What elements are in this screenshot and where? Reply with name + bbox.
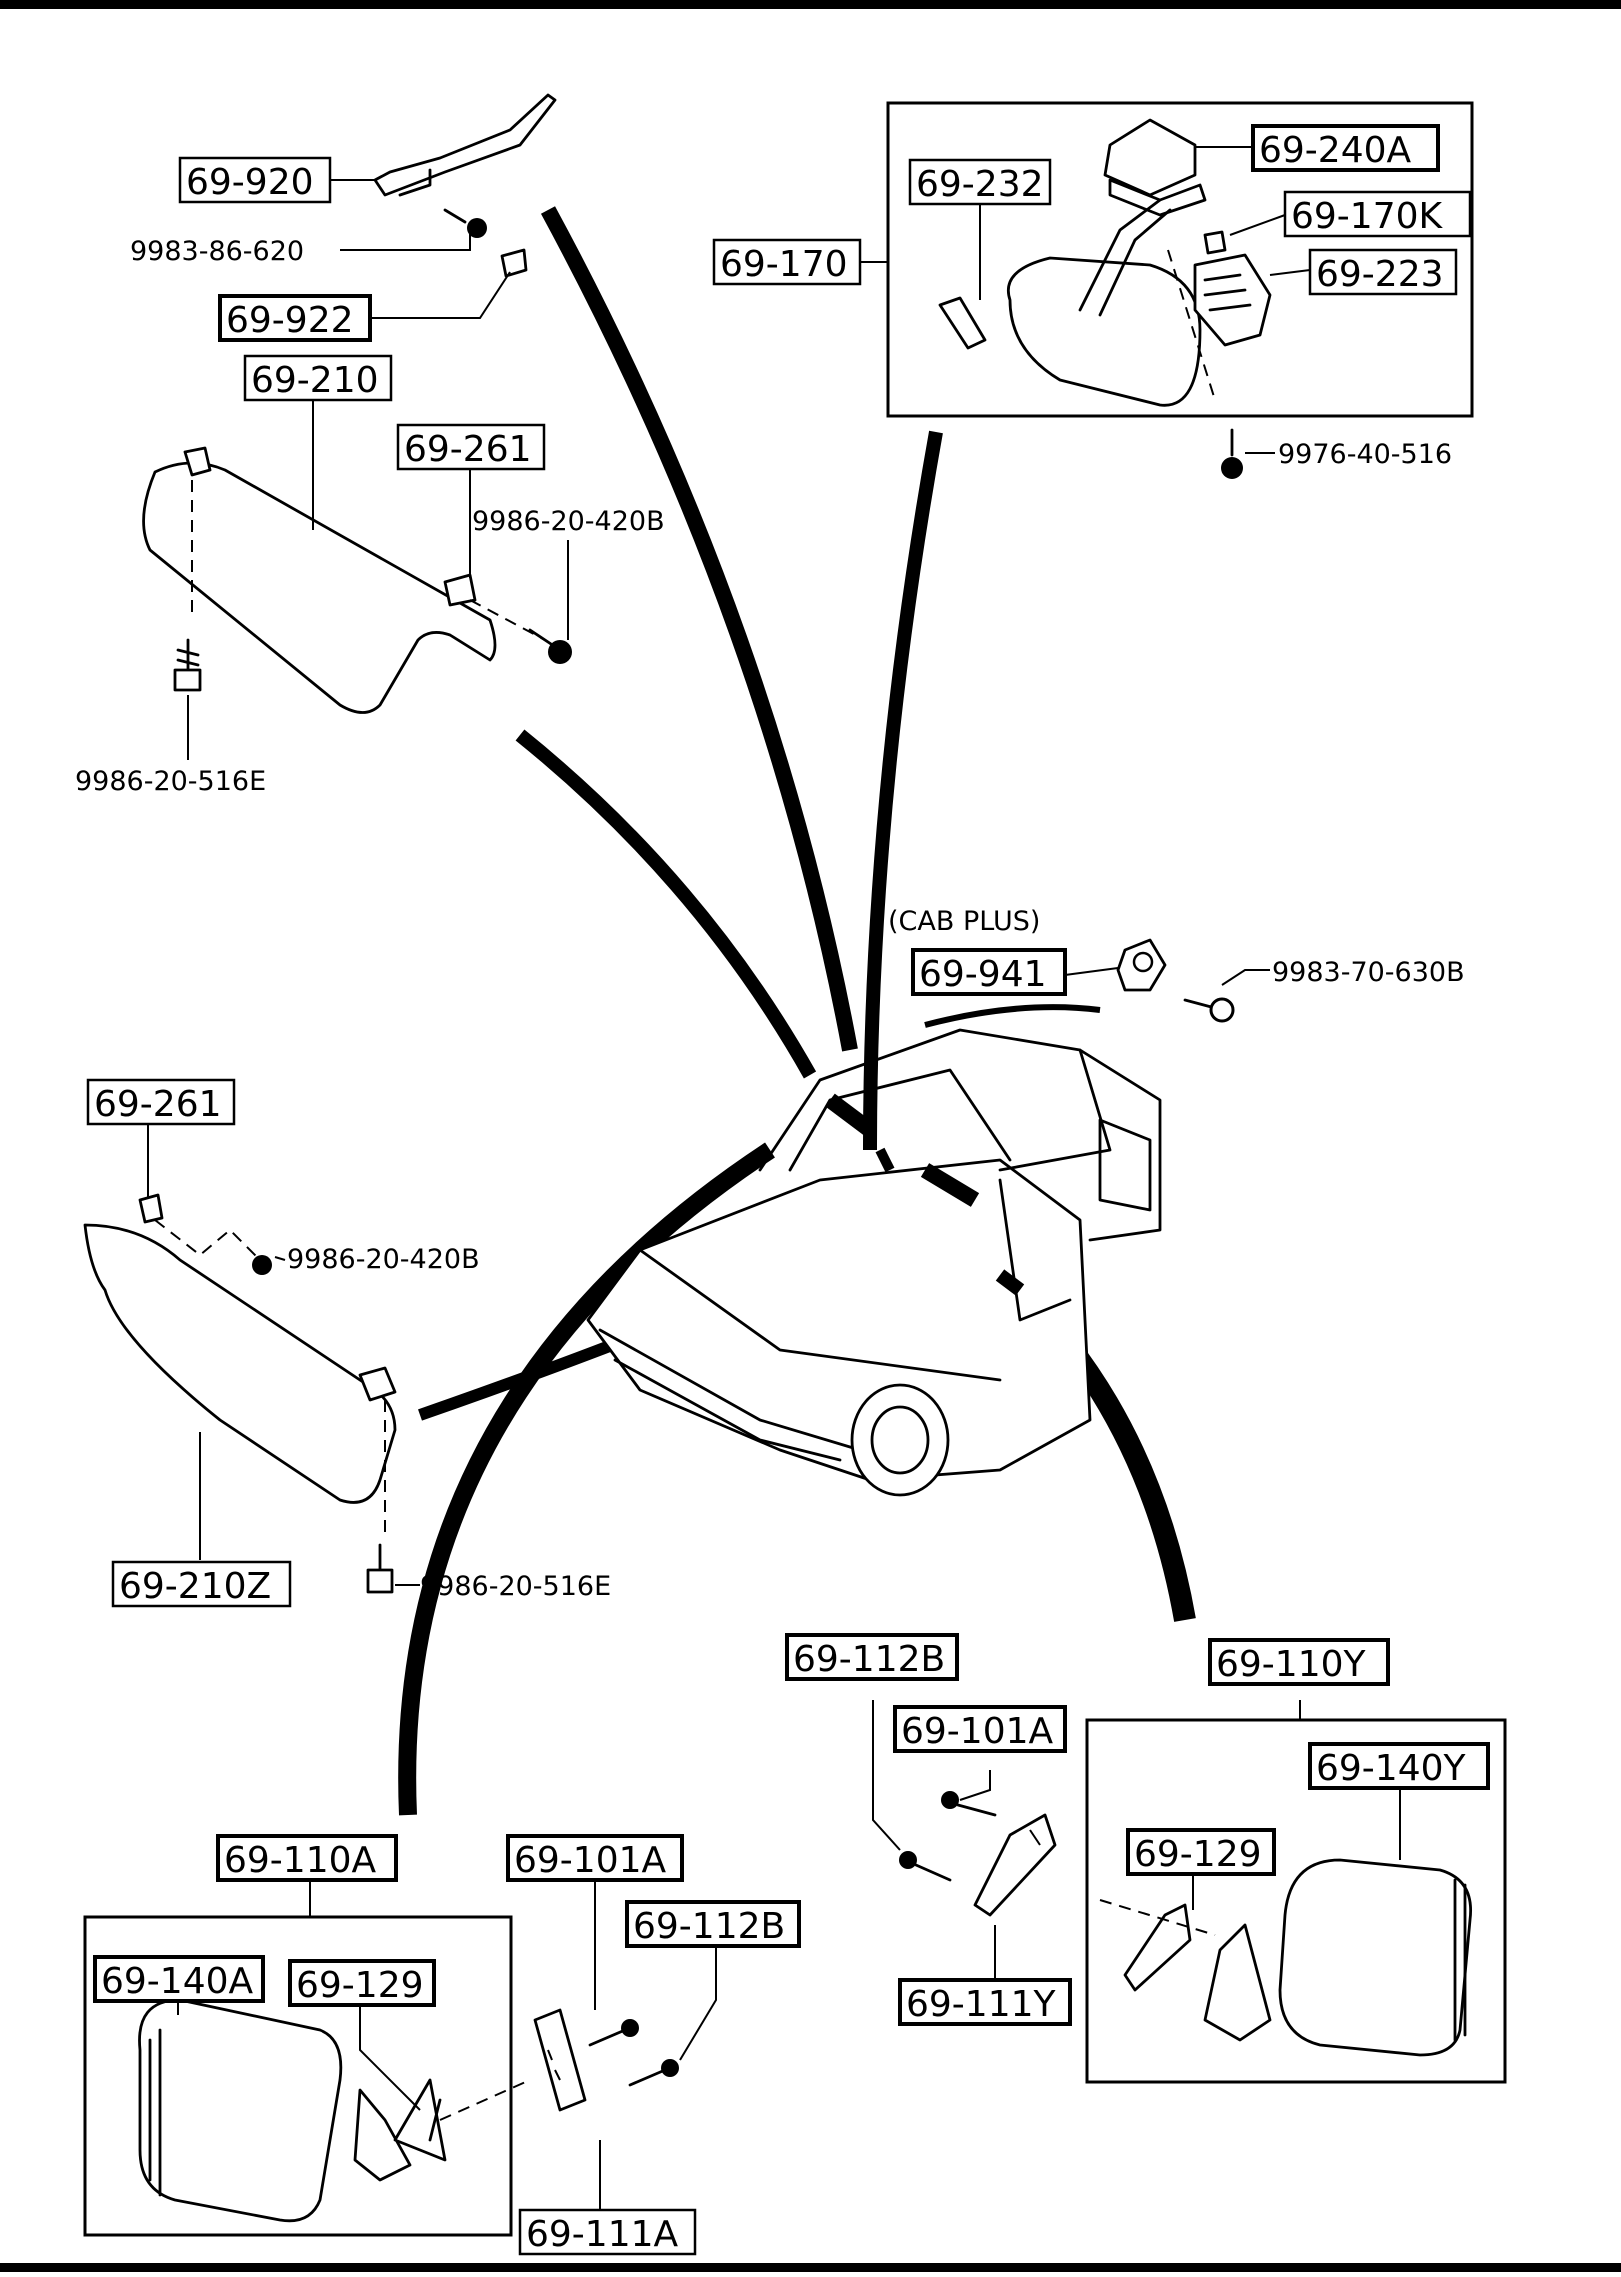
- fastener-label-9976-40-516: 9976-40-516: [1278, 439, 1452, 470]
- part-label-69-140Y: 69-140Y: [1316, 1748, 1467, 1789]
- right-mirror-box: [1085, 1718, 1507, 2084]
- grip-cap: [500, 248, 528, 278]
- truck-illustration: [586, 1028, 1162, 1497]
- screw-icon: [628, 2059, 679, 2087]
- leader-lines: [147, 146, 1401, 2210]
- part-label-69-170: 69-170: [720, 244, 848, 285]
- sun-visor-left: [83, 1193, 397, 1540]
- screw-icon: [366, 1543, 394, 1594]
- sun-visor-top: [142, 446, 546, 714]
- left-corner-bracket: [533, 2008, 587, 2112]
- right-corner-bracket: [973, 1813, 1057, 1917]
- part-label-69-110Y: 69-110Y: [1216, 1644, 1367, 1685]
- part-label-69-112B-left: 69-112B: [633, 1906, 785, 1947]
- part-label-69-261-top: 69-261: [404, 429, 532, 470]
- left-mirror-box: [83, 1915, 531, 2237]
- fastener-label-9986-20-516E-left: 9986-20-516E: [420, 1571, 611, 1602]
- fastener-label-9986-20-420B-left: 9986-20-420B: [287, 1244, 480, 1275]
- part-label-69-922: 69-922: [226, 300, 354, 341]
- top-border-bar: [0, 0, 1621, 9]
- part-label-69-140A: 69-140A: [101, 1961, 254, 2002]
- mirror-box: [886, 101, 1474, 418]
- screw-icon: [899, 1851, 952, 1882]
- part-label-69-112B-right: 69-112B: [793, 1639, 945, 1680]
- part-label-69-110A: 69-110A: [224, 1840, 377, 1881]
- part-label-69-111Y: 69-111Y: [906, 1984, 1057, 2025]
- part-label-69-223: 69-223: [1316, 254, 1444, 295]
- fastener-label-9983-86-620: 9983-86-620: [130, 236, 304, 267]
- cab-plus-part: [1116, 938, 1167, 992]
- screw-icon: [173, 638, 202, 692]
- part-label-69-101A-left: 69-101A: [514, 1840, 667, 1881]
- assist-grip: [373, 93, 557, 197]
- screw-icon: [1183, 997, 1235, 1023]
- variant-note-cab-plus: (CAB PLUS): [888, 906, 1040, 937]
- part-label-69-129-left: 69-129: [296, 1965, 424, 2006]
- part-label-69-261-left: 69-261: [94, 1084, 222, 1125]
- part-label-69-129-right: 69-129: [1134, 1834, 1262, 1875]
- part-label-69-232: 69-232: [916, 164, 1044, 205]
- screw-icon: [1221, 428, 1243, 479]
- fastener-label-9986-20-420B-top: 9986-20-420B: [472, 506, 665, 537]
- screw-icon: [588, 2019, 639, 2047]
- screw-icon: [528, 628, 572, 664]
- part-label-69-941: 69-941: [919, 954, 1047, 995]
- screw-icon: [252, 1255, 272, 1275]
- part-label-69-920: 69-920: [186, 162, 314, 203]
- part-label-69-210Z: 69-210Z: [119, 1566, 271, 1607]
- part-label-69-210: 69-210: [251, 360, 379, 401]
- fastener-label-9986-20-516E-top: 9986-20-516E: [75, 766, 266, 797]
- part-label-69-170K: 69-170K: [1291, 196, 1444, 237]
- fastener-label-9983-70-630B: 9983-70-630B: [1272, 957, 1465, 988]
- bottom-border-bar: [0, 2263, 1621, 2272]
- screw-icon: [443, 208, 487, 238]
- part-label-69-101A-right: 69-101A: [901, 1711, 1054, 1752]
- part-label-69-111A: 69-111A: [526, 2214, 679, 2255]
- screw-icon: [941, 1791, 997, 1817]
- part-label-69-240A: 69-240A: [1259, 130, 1412, 171]
